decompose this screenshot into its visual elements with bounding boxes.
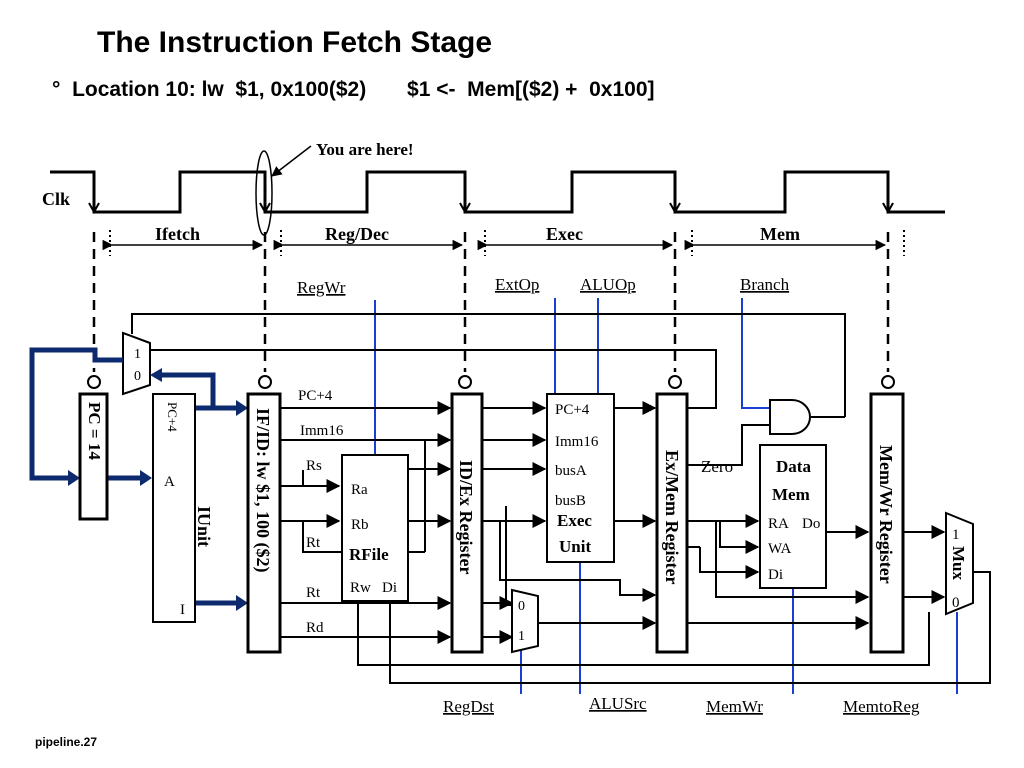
iunit-label: IUnit <box>194 506 214 547</box>
pc-mux-1: 1 <box>134 347 141 362</box>
signal-rt1: Rt <box>306 535 321 551</box>
stage-mem: Mem <box>760 224 800 244</box>
stage-ifetch: Ifetch <box>155 224 200 244</box>
idex-register-label: ID/Ex Register <box>456 460 476 574</box>
datamem-label-1: Data <box>776 457 811 476</box>
rfile-rb: Rb <box>351 517 369 533</box>
decode-wires <box>280 401 452 644</box>
pc-register-label: PC = 14 <box>85 402 104 460</box>
rfile-rw: Rw <box>350 580 371 596</box>
ifid-register-label: IF/ID: lw $1, 100 ($2) <box>252 408 273 573</box>
pc-mux <box>122 331 151 396</box>
pc-register <box>78 392 109 521</box>
signal-rs: Rs <box>306 458 322 474</box>
exec-imm16: Imm16 <box>555 434 599 450</box>
clock-label: Clk <box>42 189 70 209</box>
memwr-register-label: Mem/Wr Register <box>876 445 896 584</box>
feedback-wires <box>131 313 991 684</box>
stage-dashed-lines <box>92 232 890 372</box>
signal-rt2: Rt <box>306 585 321 601</box>
execute-wires <box>482 401 657 644</box>
ifid-register <box>246 392 282 654</box>
stage-regdec: Reg/Dec <box>325 224 389 244</box>
exec-label: Exec <box>557 511 592 530</box>
control-alusrc: ALUSrc <box>589 694 647 713</box>
control-memtoreg: MemtoReg <box>843 697 920 716</box>
memtoreg-mux <box>945 511 974 616</box>
regdst-mux-0: 0 <box>518 599 525 614</box>
regdst-mux <box>511 588 539 654</box>
register-file <box>341 454 409 602</box>
page-subtitle: ° Location 10: lw $1, 0x100($2) $1 <- Me… <box>52 78 655 101</box>
control-lines <box>374 298 958 694</box>
exec-pc4: PC+4 <box>555 402 590 418</box>
control-branch: Branch <box>740 275 790 294</box>
exec-unit-label: Unit <box>559 537 591 556</box>
exmem-register <box>655 392 689 654</box>
datamem-ra: RA <box>768 516 789 532</box>
exec-unit <box>546 393 615 563</box>
stage-dotted-lines <box>109 230 905 256</box>
mux-0: 0 <box>952 595 960 611</box>
control-regwr: RegWr <box>297 278 346 297</box>
clock-bubbles <box>87 375 895 389</box>
datamem-label-2: Mem <box>772 485 810 504</box>
signal-rd: Rd <box>306 620 324 636</box>
control-extop: ExtOp <box>495 275 539 294</box>
exec-busa: busA <box>555 463 587 479</box>
rfile-label: RFile <box>349 545 389 564</box>
stage-exec: Exec <box>546 224 583 244</box>
clock-waveform <box>50 170 945 214</box>
control-regdst: RegDst <box>443 697 494 716</box>
iunit-block <box>152 393 196 623</box>
memory-wires <box>687 416 946 630</box>
datamem-do: Do <box>802 516 820 532</box>
footer-label: pipeline.27 <box>35 735 98 749</box>
iunit-pc4: PC+4 <box>165 402 180 432</box>
datamem-di: Di <box>768 567 783 583</box>
mux-label: Mux <box>949 546 968 581</box>
signal-zero: Zero <box>701 457 733 476</box>
page-title: The Instruction Fetch Stage <box>97 26 493 59</box>
branch-and-gate <box>769 399 811 435</box>
signal-pc4: PC+4 <box>298 388 333 404</box>
idex-register <box>450 392 484 654</box>
exmem-register-label: Ex/Mem Register <box>662 450 682 584</box>
rfile-ra: Ra <box>351 482 368 498</box>
regdst-mux-1: 1 <box>518 629 525 644</box>
datamem-wa: WA <box>768 541 791 557</box>
control-aluop: ALUOp <box>580 275 636 294</box>
signal-imm16: Imm16 <box>300 423 344 439</box>
pc-mux-0: 0 <box>134 369 141 384</box>
memwr-register <box>869 392 905 654</box>
iunit-i: I <box>180 602 185 618</box>
iunit-a: A <box>164 474 175 490</box>
data-memory <box>759 444 827 589</box>
rfile-di: Di <box>382 580 397 596</box>
exec-busb: busB <box>555 493 586 509</box>
you-are-here-label: You are here! <box>316 140 414 159</box>
control-memwr: MemWr <box>706 697 763 716</box>
mux-1: 1 <box>952 527 960 543</box>
